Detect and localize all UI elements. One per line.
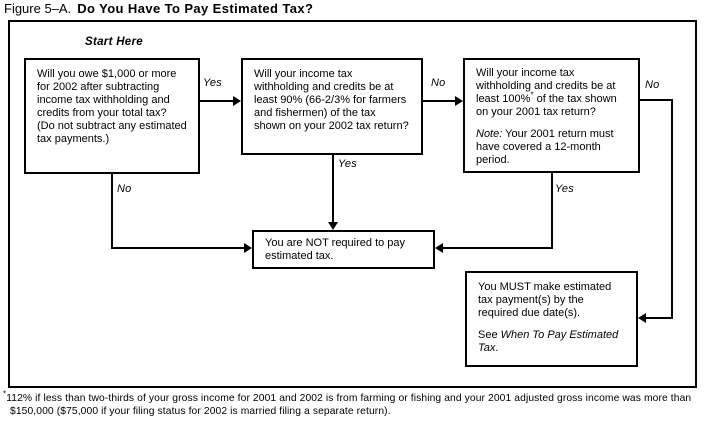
q3-text-before: Will your income tax withholding and cre… <box>476 67 616 105</box>
box-question-withholding-100pct-text: Will your income tax withholding and cre… <box>476 67 627 119</box>
see-prefix: See <box>478 329 501 341</box>
edge-label-q3-no: No <box>645 79 660 91</box>
edge-label-q2-yes: Yes <box>338 158 357 170</box>
note-label: Note: <box>476 128 503 140</box>
edge-label-q1-no: No <box>117 183 132 195</box>
edge-label-q2-no: No <box>431 77 446 89</box>
asterisk-superscript: * <box>530 90 534 100</box>
box-result-must-pay-text: You MUST make estimated tax payment(s) b… <box>478 281 612 319</box>
footnote-line1: *112% if less than two-thirds of your gr… <box>3 389 692 404</box>
see-reference: When To Pay Estimated Tax <box>478 329 619 354</box>
footnote-marker: * <box>3 389 7 399</box>
box-result-not-required: You are NOT required to pay estimated ta… <box>252 230 435 269</box>
box-question-withholding-90pct: Will your income tax withholding and cre… <box>241 58 423 155</box>
footnote-line2: $150,000 ($75,000 if your filing status … <box>10 406 391 417</box>
edge-label-q3-yes: Yes <box>555 183 574 195</box>
box-question-owe-1000-text: Will you owe $1,000 or more for 2002 aft… <box>37 68 187 145</box>
box-result-not-required-text: You are NOT required to pay estimated ta… <box>265 237 406 262</box>
box-question-withholding-90pct-text: Will your income tax withholding and cre… <box>254 68 409 132</box>
edge-label-q1-yes: Yes <box>203 77 222 89</box>
box-result-must-pay: You MUST make estimated tax payment(s) b… <box>465 271 638 367</box>
box-question-withholding-100pct: Will your income tax withholding and cre… <box>463 58 640 173</box>
q3-text-after: of the tax shown on your 2001 tax return… <box>476 93 617 118</box>
footnote: *112% if less than two-thirds of your gr… <box>3 389 717 418</box>
box-question-owe-1000: Will you owe $1,000 or more for 2002 aft… <box>24 58 200 174</box>
footnote-line1-text: 112% if less than two-thirds of your gro… <box>6 393 692 404</box>
figure-number-label: Figure 5–A. <box>4 1 72 16</box>
note-text: Your 2001 return must have covered a 12-… <box>476 128 614 166</box>
box-result-must-pay-see: See When To Pay Estimated Tax. <box>478 329 625 355</box>
figure-heading: Do You Have To Pay Estimated Tax? <box>77 1 314 16</box>
see-suffix: . <box>495 342 499 354</box>
box-question-withholding-100pct-note: Note: Your 2001 return must have covered… <box>476 128 627 167</box>
figure-border <box>8 20 697 388</box>
start-here-label: Start Here <box>85 36 143 48</box>
figure-title: Figure 5–A. Do You Have To Pay Estimated … <box>4 1 313 16</box>
